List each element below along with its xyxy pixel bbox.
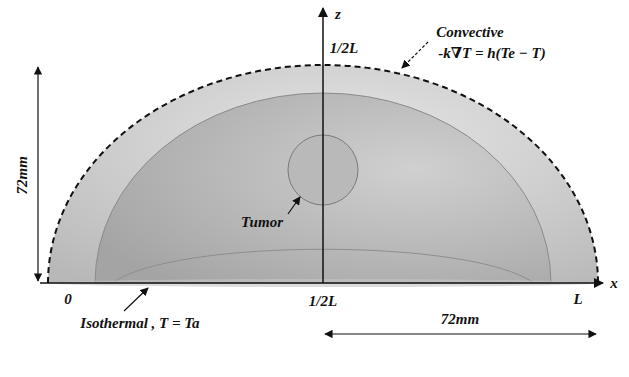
boundary-equation: -k∇T = h(Te − T) xyxy=(438,45,546,62)
x-axis xyxy=(40,282,603,284)
dimension-value: 72mm xyxy=(14,156,31,194)
axis-value: L xyxy=(573,291,582,308)
radius-dimension xyxy=(325,333,596,334)
axis-value: 1/2L xyxy=(309,293,337,310)
boundary-name: Isothermal , T = Ta xyxy=(80,315,199,332)
axis-value: 0 xyxy=(64,291,72,308)
isothermal-leader xyxy=(124,288,148,311)
part-name: Tumor xyxy=(241,214,283,231)
axis-name: z xyxy=(335,6,341,23)
z-axis xyxy=(322,8,324,283)
height-dimension xyxy=(37,67,38,281)
dimension-value: 72mm xyxy=(441,311,479,328)
tumor-leader xyxy=(288,197,300,214)
axis-value: 1/2L xyxy=(330,40,358,57)
axis-name: x xyxy=(610,275,618,292)
convective-leader xyxy=(402,42,428,68)
boundary-name: Convective xyxy=(436,24,503,41)
